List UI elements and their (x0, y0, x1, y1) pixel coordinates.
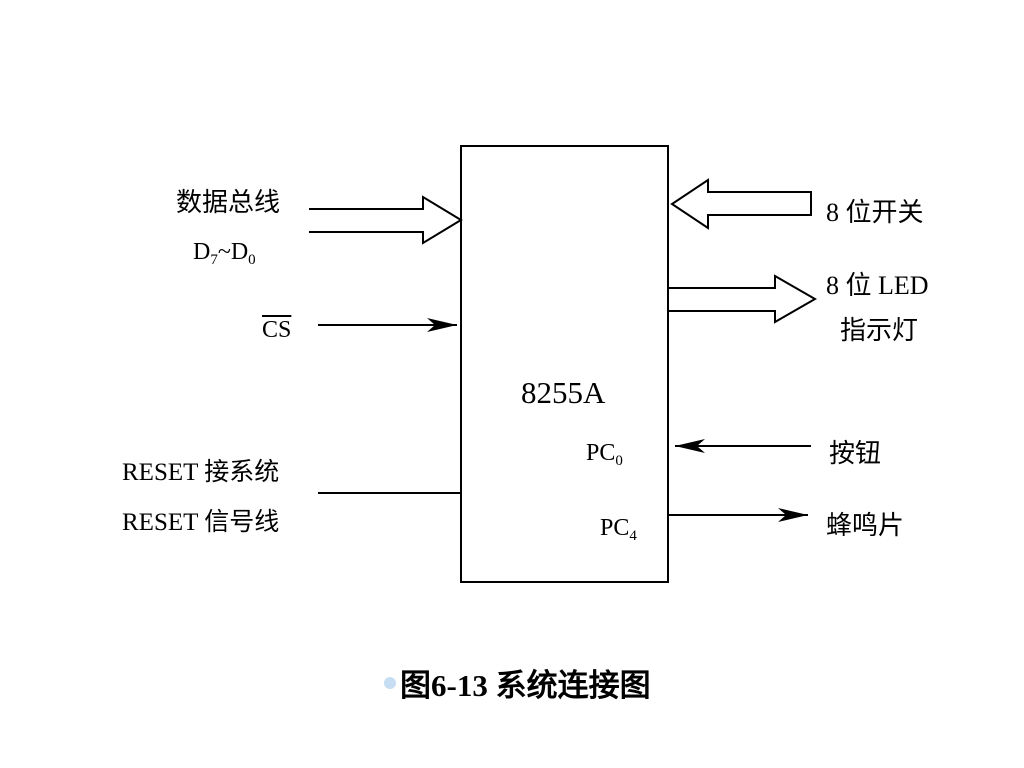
data-bus-range-label: D7~D0 (193, 239, 256, 268)
cs-label: CS (262, 317, 292, 343)
reset-label-line1: RESET 接系统 (122, 459, 280, 486)
chip-8255a-box (460, 145, 669, 583)
data-bus-arrow (309, 195, 463, 245)
chip-name: 8255A (521, 375, 606, 410)
led-label-line2: 指示灯 (840, 316, 919, 345)
figure-caption: 图6-13 系统连接图 (384, 660, 651, 705)
bullet-icon (384, 676, 396, 689)
buzzer-label: 蜂鸣片 (826, 511, 905, 540)
switch-arrow (670, 178, 812, 230)
led-arrow (669, 274, 818, 324)
caption-text: 图6-13 系统连接图 (400, 668, 651, 703)
led-label-line1: 8 位 LED (826, 271, 929, 300)
pc0-label: PC0 (586, 440, 623, 469)
button-label: 按钮 (829, 439, 882, 468)
pc4-label: PC4 (600, 515, 637, 544)
reset-label-line2: RESET 信号线 (122, 509, 280, 536)
data-bus-label: 数据总线 (176, 188, 281, 217)
switch-label: 8 位开关 (826, 198, 924, 227)
